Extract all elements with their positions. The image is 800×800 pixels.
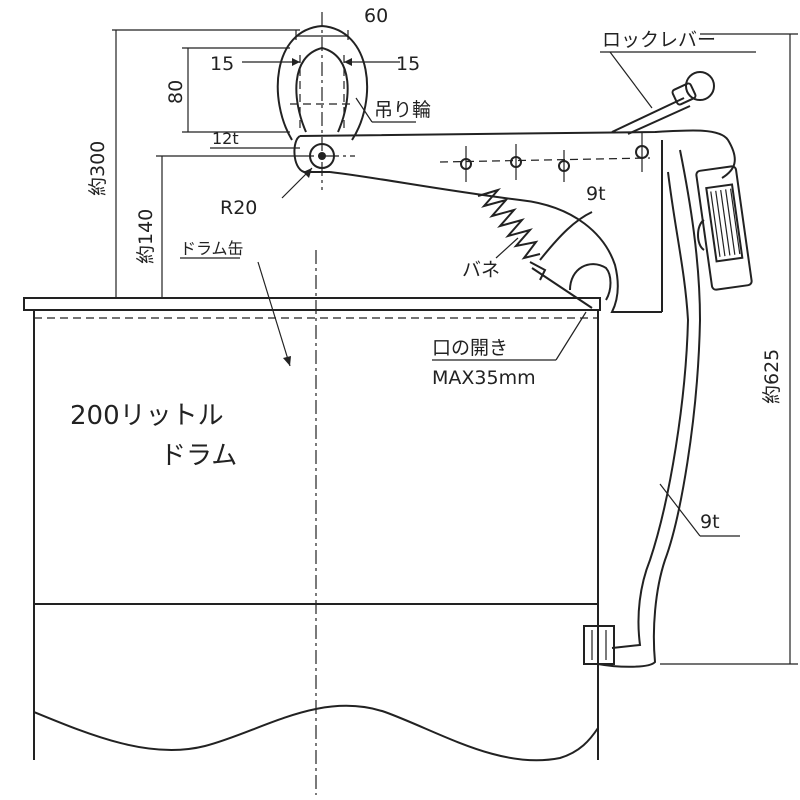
dim-frame-thickness-upper: 9t xyxy=(586,183,606,205)
labels: 60 15 15 80 12t 約300 約140 R20 9t 9t 約625… xyxy=(70,5,783,533)
dim-ring-thickness: 12t xyxy=(212,129,239,148)
dim-ring-side-left: 15 xyxy=(210,53,234,75)
label-lifting-ring: 吊り輪 xyxy=(374,99,431,121)
side-arm xyxy=(583,149,702,668)
label-lock-lever: ロックレバー xyxy=(602,29,716,51)
lifting-ring xyxy=(276,12,369,190)
label-spring: バネ xyxy=(462,259,500,281)
jaw-tip xyxy=(529,261,547,281)
pivot-center xyxy=(318,152,326,160)
lever-collar xyxy=(671,82,697,106)
grip-ribs xyxy=(710,188,741,257)
frame-centerline xyxy=(439,157,651,163)
label-drum-can: ドラム缶 xyxy=(180,239,244,258)
label-jaw-opening-max: MAX35mm xyxy=(432,367,536,389)
grip-clip xyxy=(697,219,705,251)
arm-foot xyxy=(583,625,615,665)
drum-can xyxy=(23,250,601,795)
drum-break-line xyxy=(33,704,599,762)
dim-pivot-radius: R20 xyxy=(220,197,257,219)
dim-total-height-upper: 約300 xyxy=(87,141,109,196)
cam-line-1 xyxy=(539,211,593,261)
cam-head xyxy=(569,263,612,301)
dim-pivot-height: 約140 xyxy=(135,209,157,264)
spring xyxy=(477,188,541,260)
arm-outer xyxy=(597,149,702,668)
label-jaw-opening: 口の開き xyxy=(432,337,508,359)
arm-inner xyxy=(611,171,690,649)
label-drum-line1: 200リットル xyxy=(70,401,224,431)
frame-top-edge xyxy=(299,129,736,179)
drum-rim xyxy=(23,297,601,311)
spring-coil xyxy=(477,188,541,260)
upper-frame xyxy=(293,129,736,313)
lever-arm-top xyxy=(611,97,685,133)
grip-inner xyxy=(705,183,744,263)
jaw-tooth xyxy=(531,267,593,309)
jaw-cam xyxy=(529,211,612,309)
bolt-holes xyxy=(460,132,649,182)
handle-grip xyxy=(695,165,753,291)
lever-arm-bottom xyxy=(627,105,691,135)
lever-knob xyxy=(685,71,715,101)
dim-total-height-right: 約625 xyxy=(761,349,783,404)
lock-lever xyxy=(611,71,715,135)
dim-frame-thickness-lower: 9t xyxy=(700,511,720,533)
label-drum-line2: ドラム xyxy=(160,441,237,471)
dim-ring-height: 80 xyxy=(165,80,187,104)
dim-ring-side-right: 15 xyxy=(396,53,420,75)
dimension-lines xyxy=(112,29,798,665)
grip-body xyxy=(695,165,753,291)
dim-ring-width: 60 xyxy=(364,5,388,27)
frame-lower-edge xyxy=(329,171,662,313)
